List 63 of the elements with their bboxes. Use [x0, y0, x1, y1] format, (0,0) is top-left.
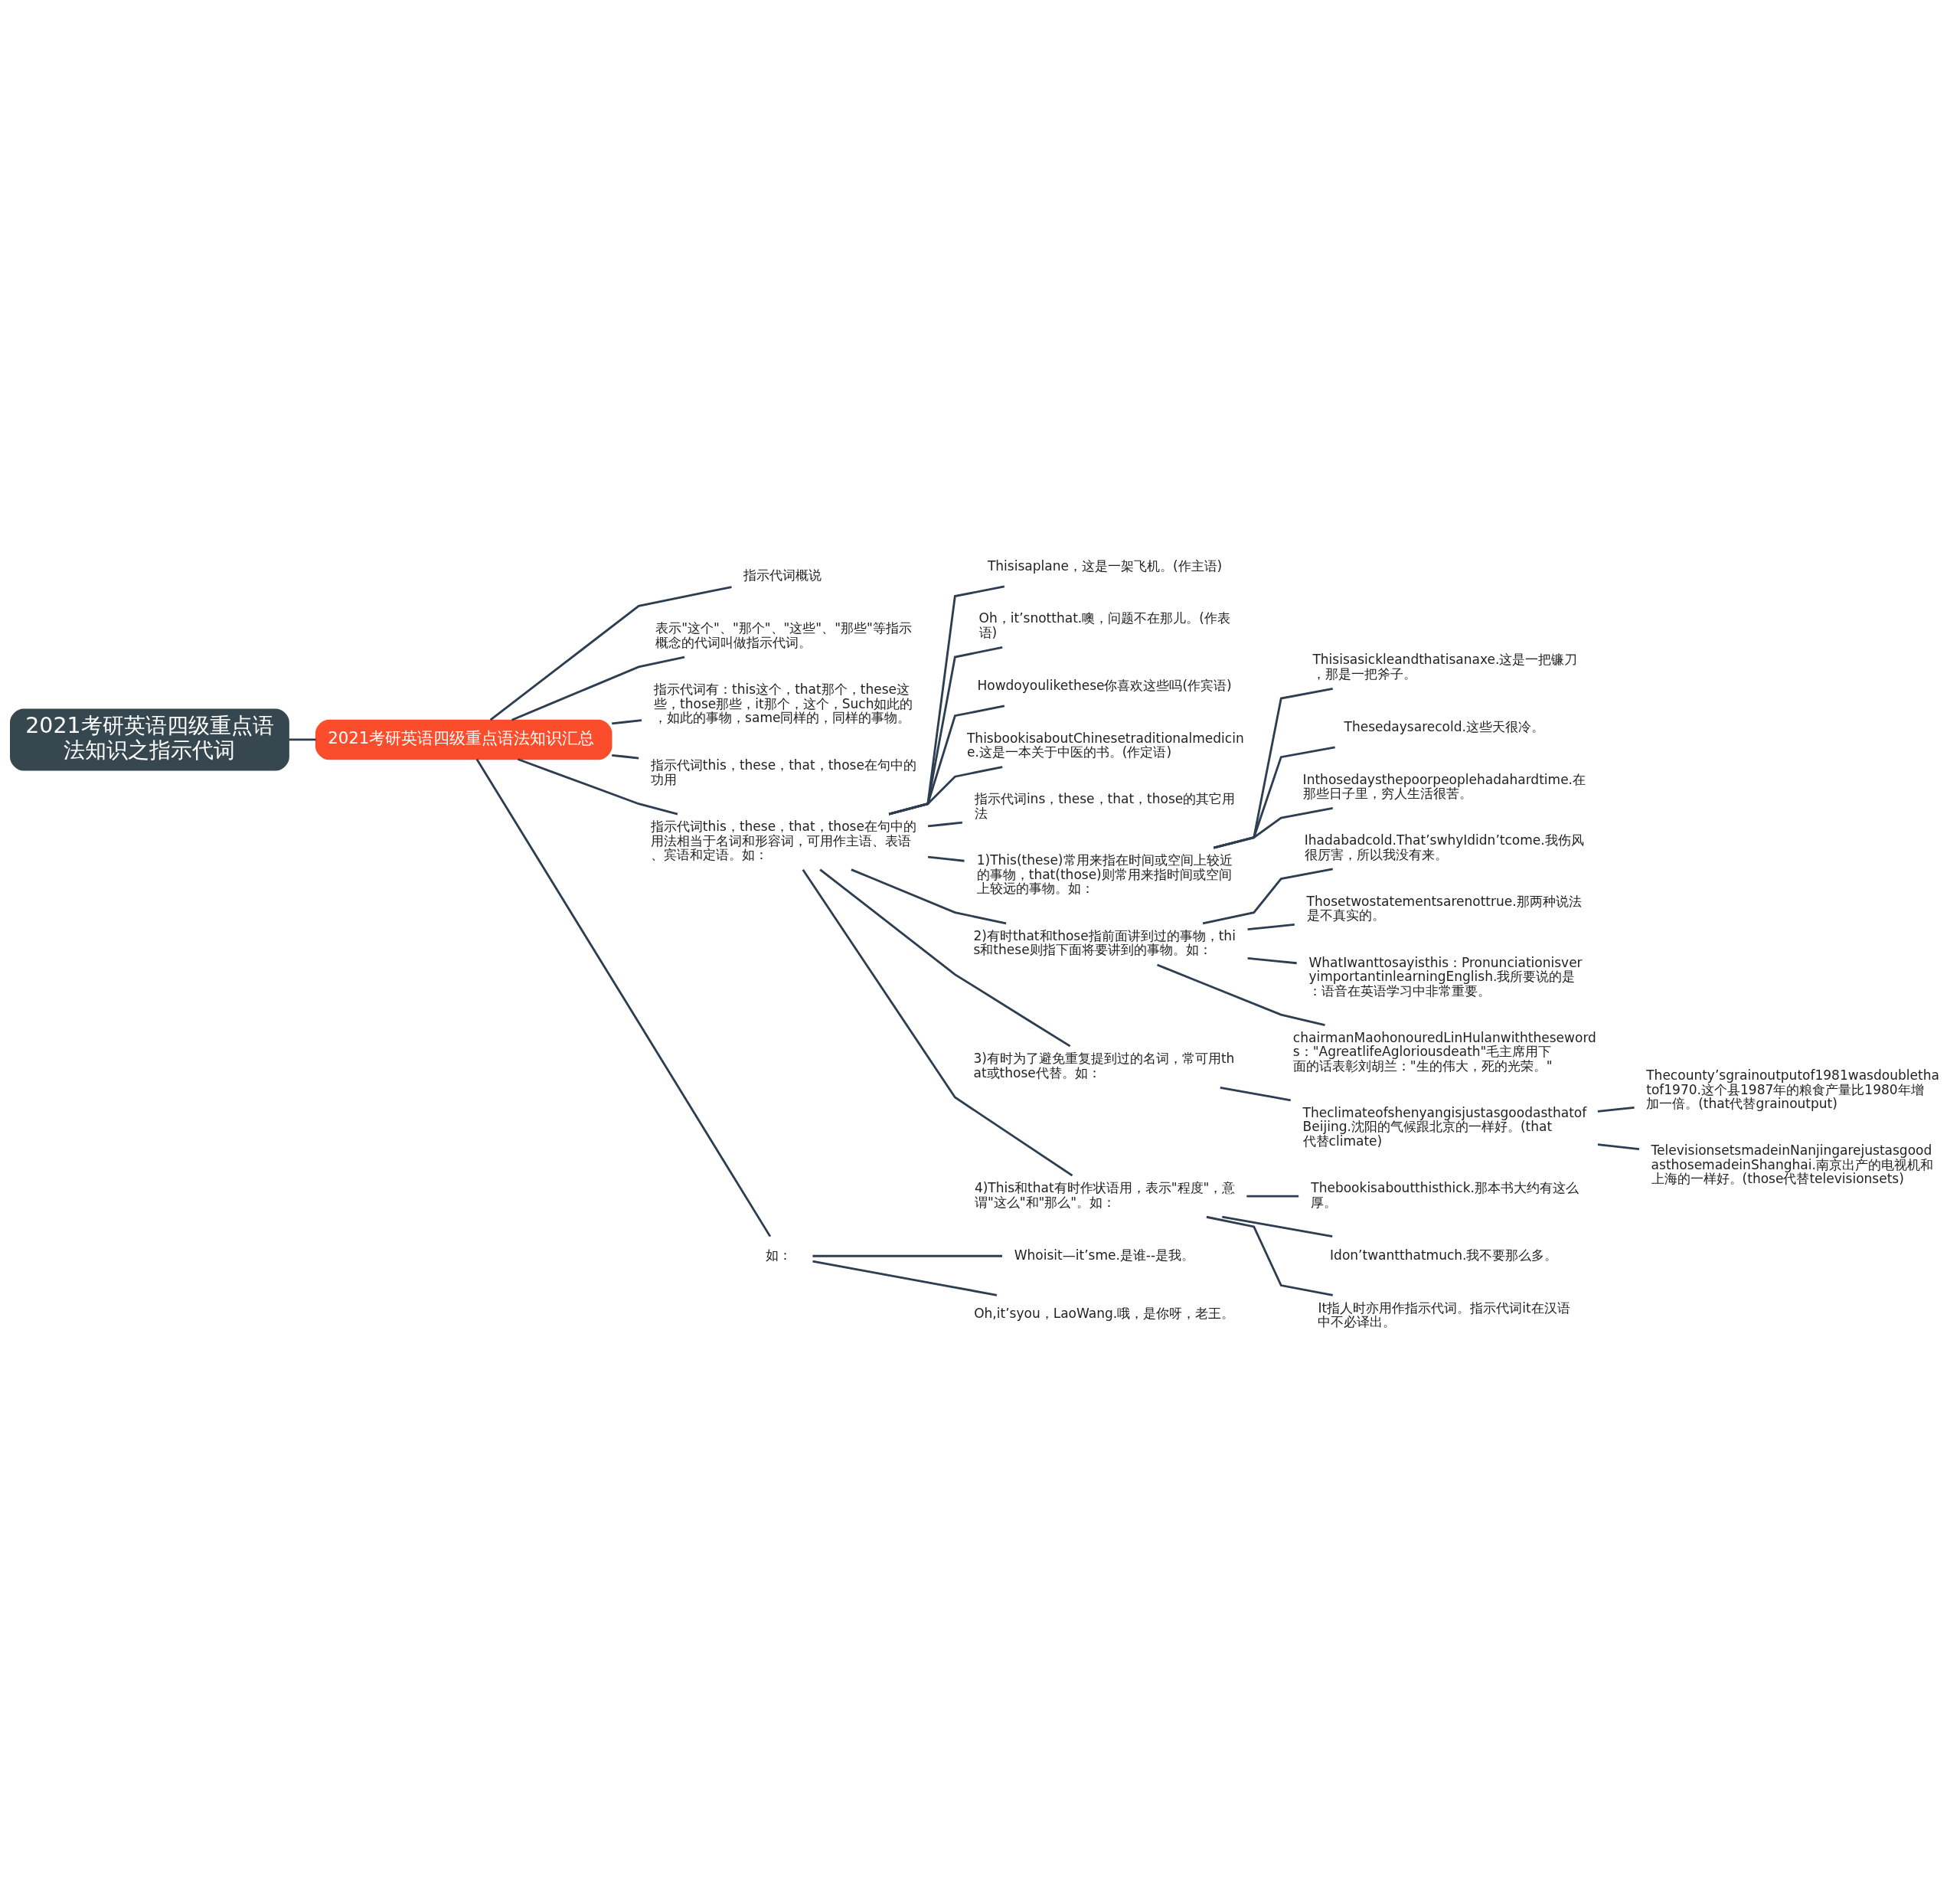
connector — [612, 754, 639, 759]
connector — [475, 758, 772, 1237]
connector — [1597, 1106, 1635, 1113]
connector — [812, 1254, 1002, 1257]
connector — [518, 757, 678, 816]
node-text: 1)This(these)常用来指在时间或空间上较近的事物，that(those)则常用来指时间或空间上较远的事物。如： — [976, 852, 1233, 896]
connector — [927, 855, 965, 862]
connector — [1222, 1215, 1333, 1237]
node-text: 指示代词this，these，that，those在句中的功用 — [650, 757, 916, 787]
node-text: chairmanMaohonouredLinHulanwiththesewords："AgreatlifeAgloriousdeath"毛主席用下面的话表彰刘胡兰："生的伟大，死的光荣。" — [1292, 1029, 1596, 1074]
connector — [1220, 1086, 1291, 1101]
connector — [927, 821, 963, 827]
connector — [1156, 963, 1325, 1026]
connector — [888, 704, 1005, 816]
node-text: Howdoyoulikethese你喜欢这些吗(作宾语) — [977, 677, 1232, 693]
connector — [1213, 687, 1333, 849]
node-text: Oh,it’syou，LaoWang.哦，是你呀，老王。 — [974, 1305, 1235, 1321]
node-text: WhatIwanttosayisthis：PronunciationisveryimportantinlearningEnglish.我所要说的是：语音在英语学习中非常重要。 — [1308, 954, 1583, 999]
connector — [612, 718, 642, 724]
node-text: Idon’twantthatmuch.我不要那么多。 — [1330, 1247, 1558, 1263]
node-text: Ihadabadcold.That’swhyIdidn’tcome.我伤风很厉害，所以我没有来。 — [1304, 832, 1584, 862]
node-text: TelevisionsetsmadeinNanjingarejustasgoodasthosemadeinShanghai.南京出产的电视机和上海的一样好。(those代替televisionsets) — [1651, 1142, 1933, 1186]
node-text: Thisisaplane，这是一架飞机。(作主语) — [987, 557, 1223, 574]
node-text: 指示代词ins，these，that，those的其它用法 — [974, 790, 1236, 821]
node-text: Thisisasickleandthatisanaxe.这是一把镰刀，那是一把斧子。 — [1312, 651, 1578, 682]
node-text: Oh，it’snotthat.噢，问题不在那儿。(作表语) — [978, 610, 1230, 640]
connector — [802, 868, 1073, 1176]
node-text: 指示代词this，these，that，those在句中的用法相当于名词和形容词，可用作主语、表语、宾语和定语。如： — [650, 818, 916, 862]
connector — [1246, 1195, 1299, 1198]
connector — [819, 868, 1071, 1047]
connector — [1206, 1215, 1333, 1296]
connector — [489, 585, 732, 721]
connector — [1202, 868, 1333, 924]
connector — [888, 584, 1005, 816]
node-text: 表示"这个"、"那个"、"这些"、"那些"等指示概念的代词叫做指示代词。 — [655, 619, 912, 650]
node-text: Thecounty’sgrainoutputof1981wasdoublethatof1970.这个县1987年的粮食产量比1980年增加一倍。(that代替grainoutput) — [1646, 1067, 1939, 1111]
node-text: 指示代词概说 — [743, 567, 822, 583]
node-text: Whoisit—it’sme.是谁--是我。 — [1014, 1247, 1195, 1263]
node-text: TheclimateofshenyangisjustasgoodasthatofBeijing.沈阳的气候跟北京的一样好。(that代替climate) — [1302, 1104, 1587, 1149]
node-text: 如： — [766, 1247, 792, 1263]
node-text: Inthosedaysthepoorpeoplehadahardtime.在那些日子里，穷人生活很苦。 — [1302, 771, 1586, 801]
node-text: 4)This和that有时作状语用，表示"程度"，意谓"这么"和"那么"。如： — [974, 1179, 1236, 1210]
connector — [851, 868, 1007, 924]
node-text: Thesedaysarecold.这些天很冷。 — [1344, 718, 1544, 734]
connector — [1247, 956, 1297, 964]
node-text: It指人时亦用作指示代词。指示代词it在汉语中不必译出。 — [1318, 1299, 1570, 1329]
node-text: Thebookisaboutthisthick.那本书大约有这么厚。 — [1311, 1179, 1579, 1210]
node-text: Thosetwostatementsarenottrue.那两种说法是不真实的。 — [1306, 893, 1582, 923]
node-box: 2021考研英语四级重点语法知识汇总 — [315, 719, 612, 760]
node-text: 指示代词有：this这个，that那个，these这些，those那些，it那个，这个，Such如此的，如此的事物，same同样的，同样的事物。 — [654, 681, 913, 725]
node-text: ThisbookisaboutChinesetraditionalmedicine.这是一本关于中医的书。(作定语) — [966, 730, 1244, 760]
node-text: 3)有时为了避免重复提到过的名词，常可用that或those代替。如： — [973, 1050, 1235, 1080]
connector — [812, 1260, 998, 1296]
connector — [888, 646, 1003, 816]
connector — [1213, 746, 1335, 849]
connector — [1247, 923, 1295, 930]
connector — [1597, 1143, 1640, 1150]
connector — [888, 765, 1003, 816]
connector — [1213, 806, 1333, 849]
node-text: 2)有时that和those指前面讲到过的事物，this和these则指下面将要讲到的事物。如： — [973, 927, 1236, 957]
node-box: 2021考研英语四级重点语法知识之指示代词 — [10, 708, 289, 770]
connector — [511, 655, 685, 721]
connector — [289, 738, 316, 740]
